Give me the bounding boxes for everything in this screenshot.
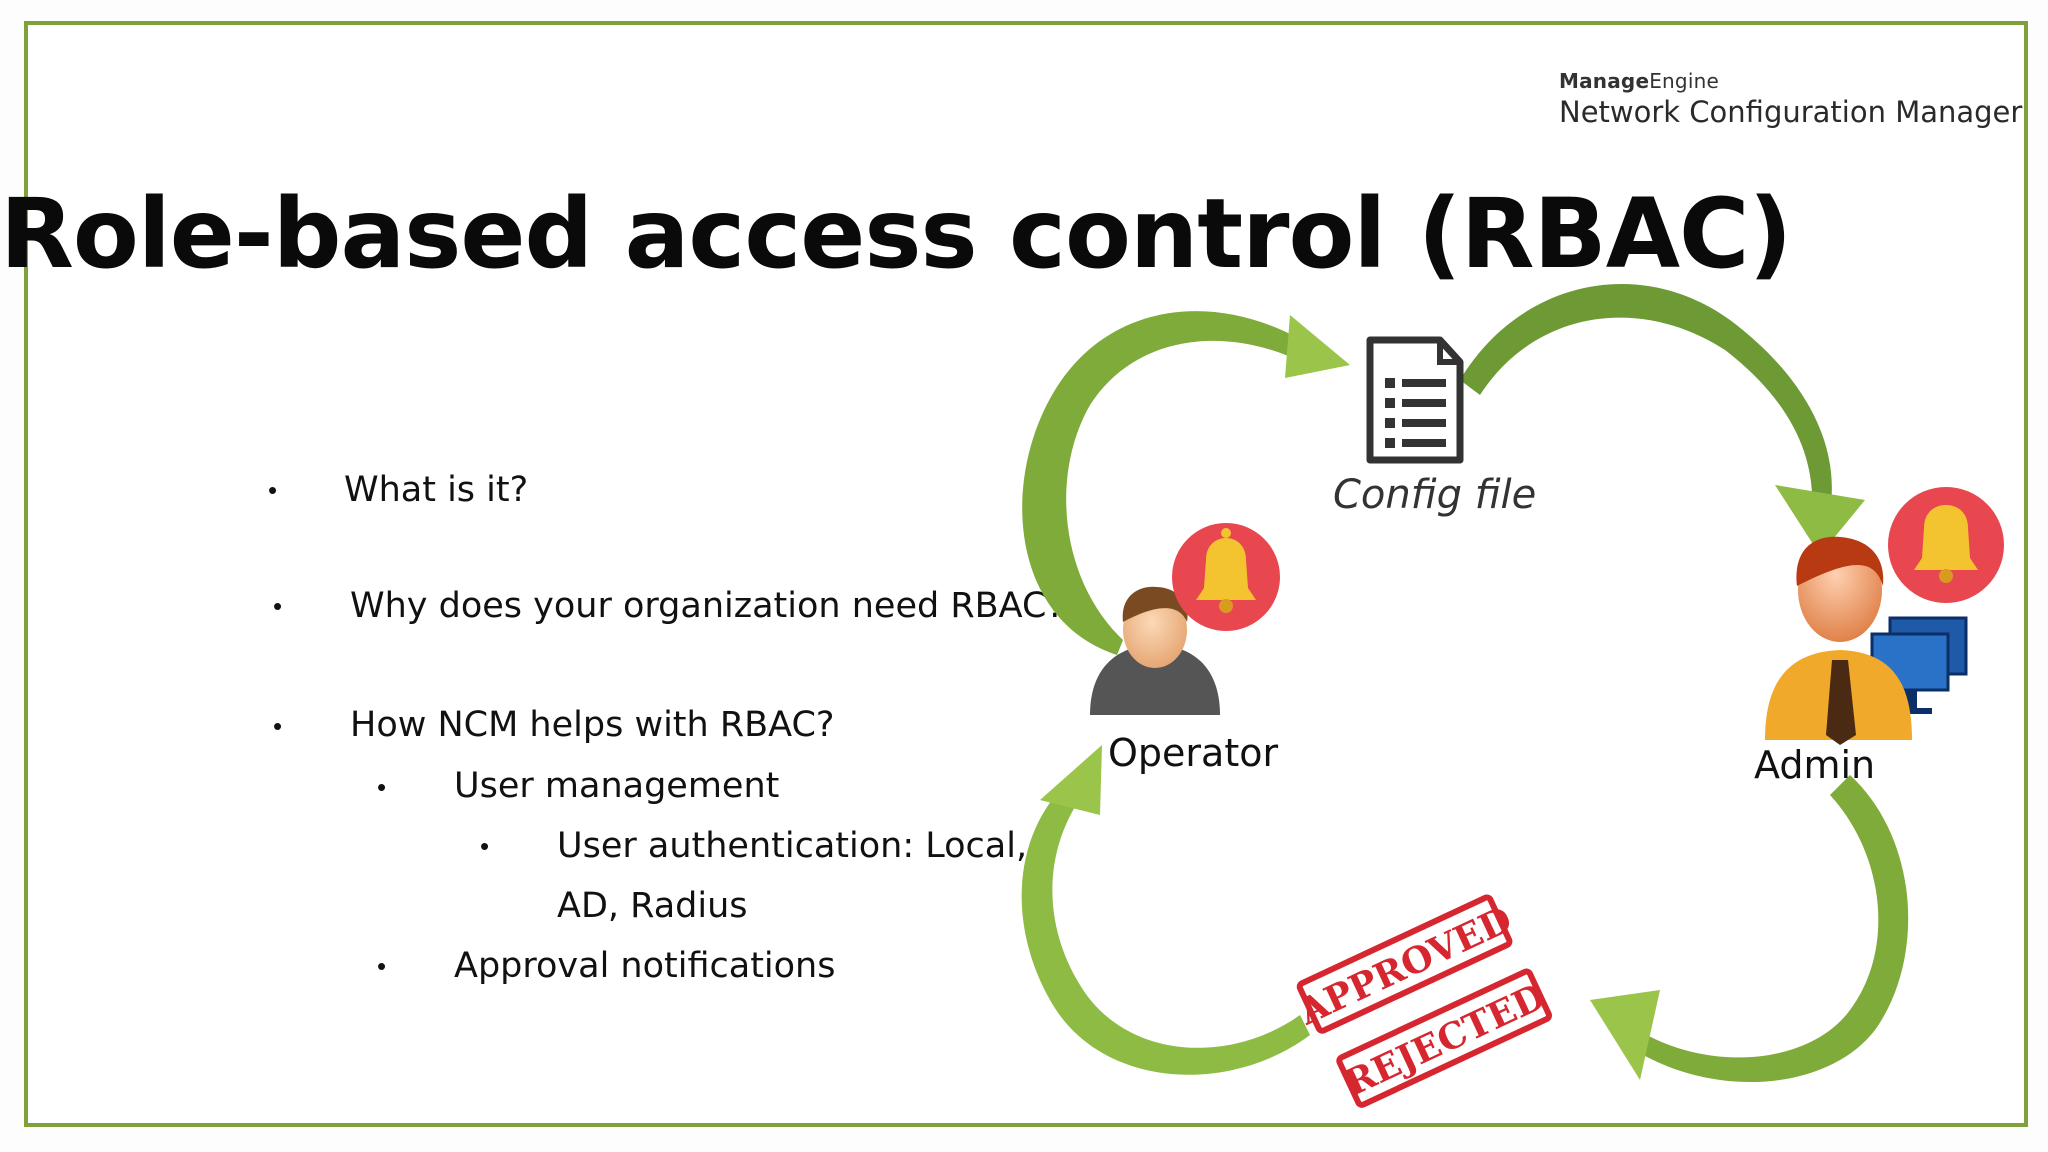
brand-name-light: Engine (1649, 69, 1719, 93)
bullet-dot: • (268, 475, 278, 505)
config-file-icon (1366, 336, 1464, 464)
bullet-how-ncm: How NCM helps with RBAC? (350, 705, 835, 745)
sub-bullet-dot: • (377, 772, 387, 802)
slide-title: Role-based access control (RBAC) (0, 178, 1792, 290)
sub-bullet-dot: • (377, 951, 387, 981)
product-name: Network Configuration Manager (1559, 95, 2023, 129)
bullet-user-management: User management (454, 766, 780, 806)
operator-bell-icon (1172, 523, 1280, 631)
admin-bell-icon (1888, 487, 2004, 603)
bullet-user-authentication: User authentication: Local, (557, 826, 1028, 866)
config-file-label: Config file (1333, 472, 1536, 518)
brand-name-bold: Manage (1559, 69, 1650, 93)
operator-label: Operator (1108, 731, 1278, 775)
admin-label: Admin (1754, 743, 1875, 787)
bullet-user-authentication-cont: AD, Radius (557, 886, 748, 926)
bullet-why-rbac: Why does your organization need RBAC? (350, 586, 1065, 626)
admin-avatar-icon (1765, 536, 1912, 745)
bullet-dot: • (273, 711, 283, 741)
arrow-admin-to-stamps (1590, 775, 1909, 1083)
bullet-dot: • (273, 591, 283, 621)
arrow-stamps-to-operator (1021, 745, 1310, 1075)
bullet-approval-notifications: Approval notifications (454, 946, 836, 986)
arrow-operator-to-config (1022, 311, 1350, 655)
arrow-config-to-admin (1460, 284, 1865, 555)
brand-logo: ManageEngine (1559, 69, 1719, 93)
operator-avatar-icon (1090, 586, 1220, 715)
slide-frame (24, 21, 2028, 1127)
bullet-what-is-it: What is it? (344, 470, 529, 510)
sub-sub-bullet-dot: • (480, 831, 490, 861)
